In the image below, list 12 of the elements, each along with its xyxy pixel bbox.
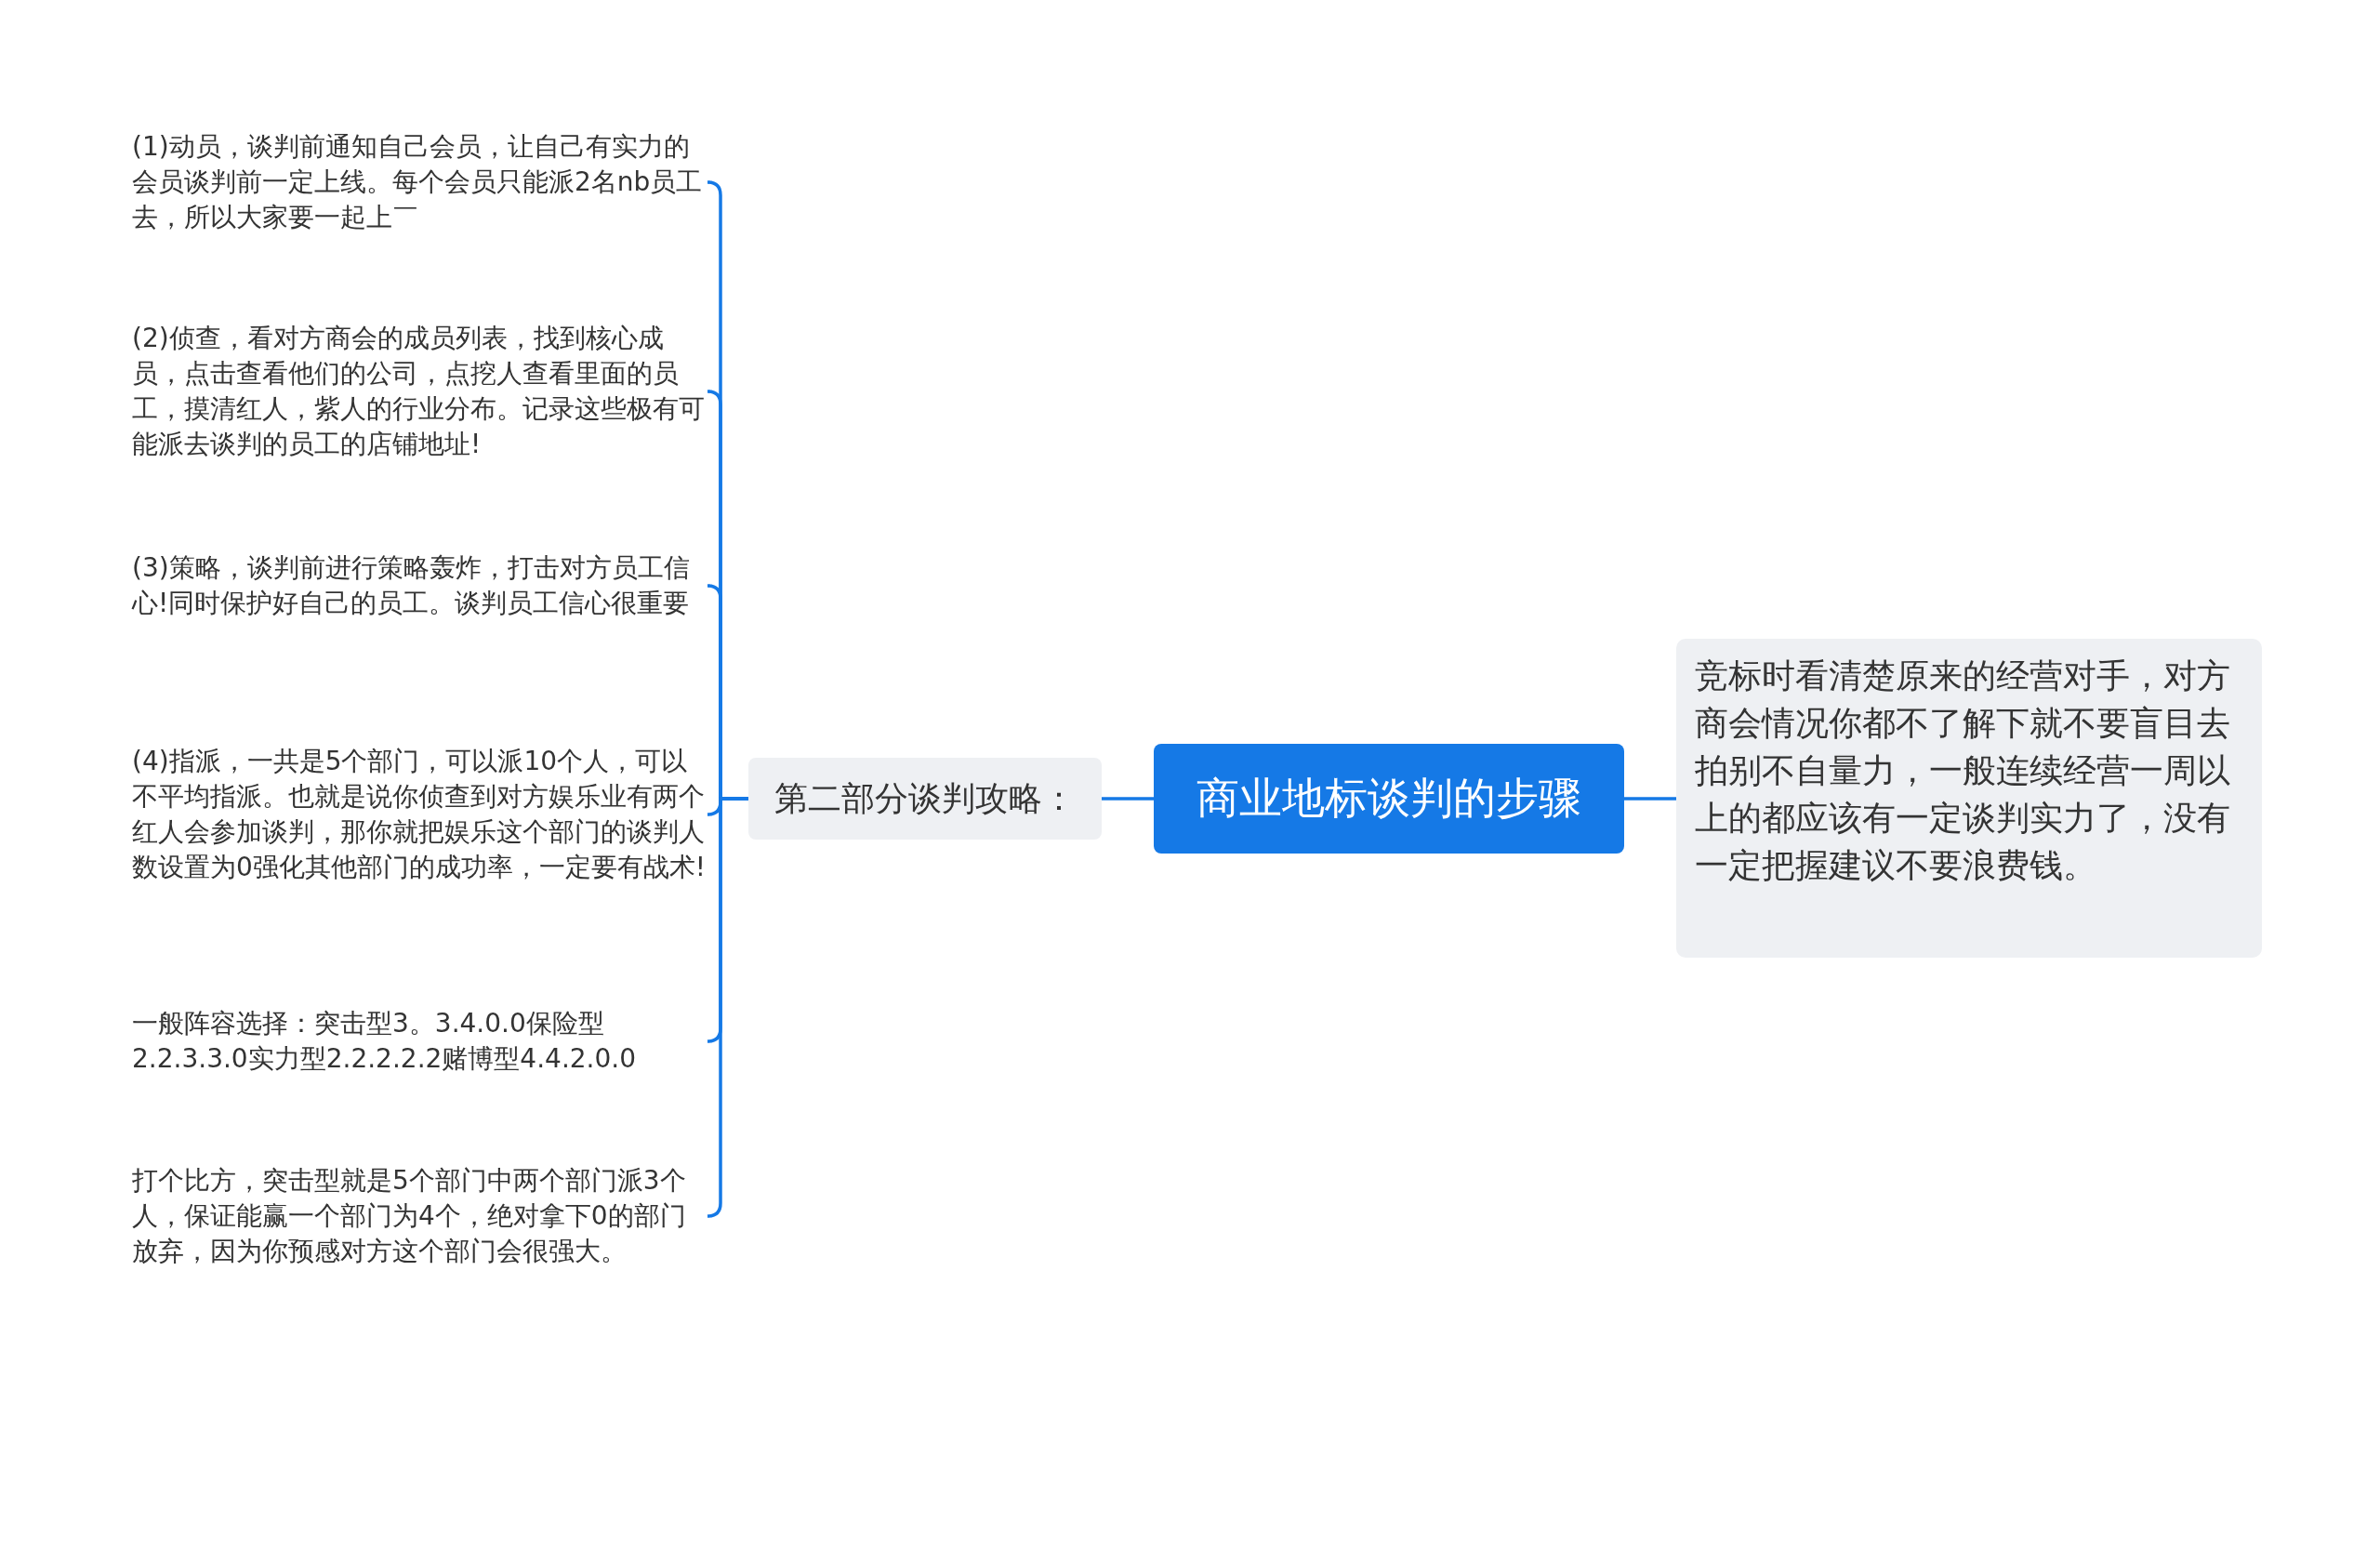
connector-line bbox=[1624, 797, 1676, 801]
note-box: 竞标时看清楚原来的经营对手，对方商会情况你都不了解下就不要盲目去拍别不自量力，一般连续经营一周以上的都应该有一定谈判实力了，没有一定把握建议不要浪费钱。 bbox=[1676, 639, 2262, 958]
topic-text: 一般阵容选择：突击型3。3.4.0.0保险型2.2.3.3.0实力型2.2.2.2.2赌博型4.4.2.0.0 bbox=[132, 1006, 707, 1077]
connector-line bbox=[1102, 797, 1154, 801]
topic-text: (2)侦查，看对方商会的成员列表，找到核心成员，点击查看他们的公司，点挖人查看里面的员工，摸清红人，紫人的行业分布。记录这些极有可能派去谈判的员工的店铺地址! bbox=[132, 321, 707, 462]
connector-line bbox=[706, 797, 748, 1218]
topic-text: (4)指派，一共是5个部门，可以派10个人，可以不平均指派。也就是说你侦查到对方娱乐业有两个红人会参加谈判，那你就把娱乐这个部门的谈判人数设置为0强化其他部门的成功率，一定要有战术! bbox=[132, 744, 707, 885]
topic-box: 第二部分谈判攻略： bbox=[748, 758, 1102, 840]
topic-text: 打个比方，突击型就是5个部门中两个部门派3个人，保证能赢一个部门为4个，绝对拿下0的部门放弃，因为你预感对方这个部门会很强大。 bbox=[132, 1163, 707, 1269]
central-topic: 商业地标谈判的步骤 bbox=[1154, 744, 1624, 854]
topic-text: (1)动员，谈判前通知自己会员，让自己有实力的会员谈判前一定上线。每个会员只能派2名nb员工去，所以大家要一起上￣ bbox=[132, 129, 707, 235]
topic-text: (3)策略，谈判前进行策略轰炸，打击对方员工信心!同时保护好自己的员工。谈判员工信心很重要 bbox=[132, 550, 707, 621]
